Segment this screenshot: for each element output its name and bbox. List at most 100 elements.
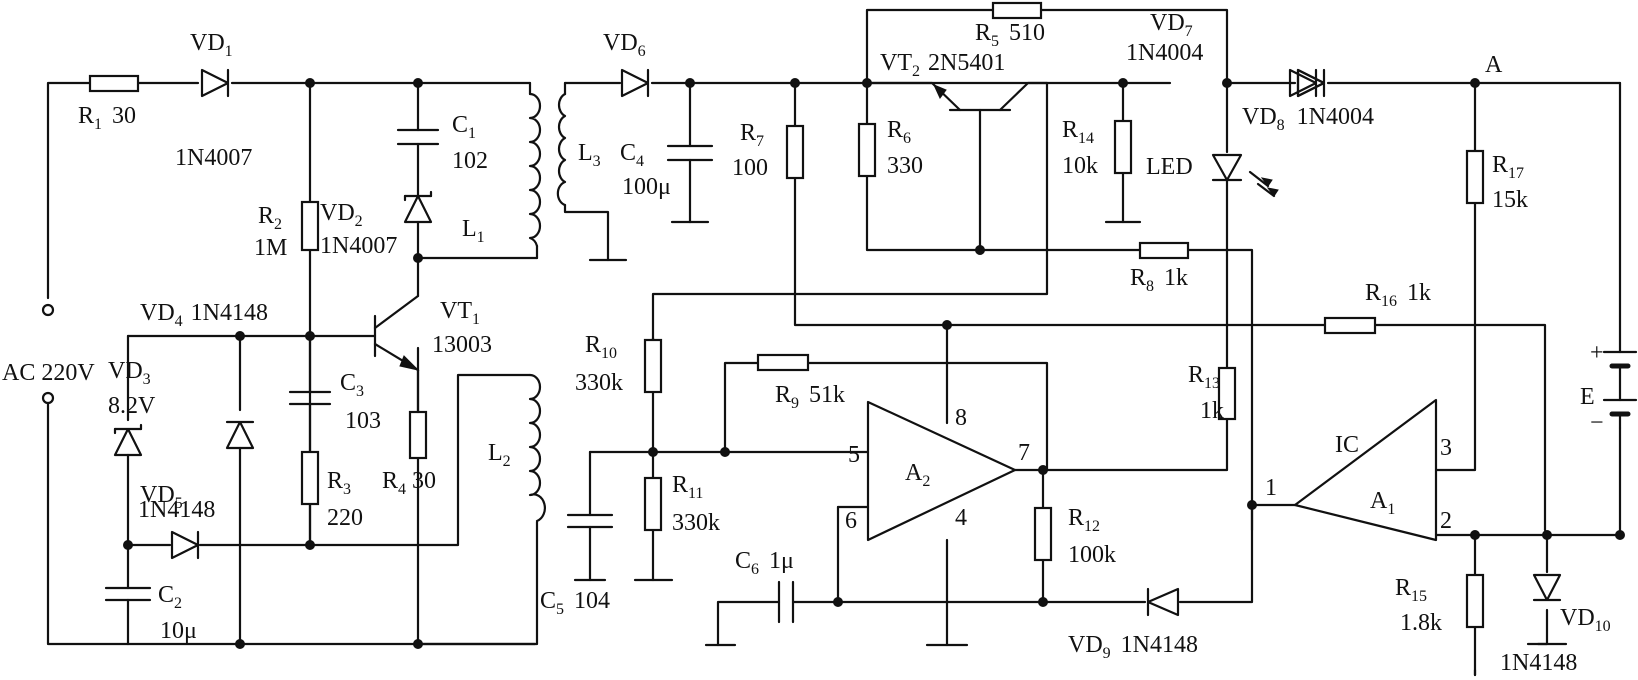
- pin-a2-7: 7: [1018, 440, 1030, 466]
- label-ic: IC: [1335, 432, 1359, 458]
- label-r13-val: 1k: [1200, 398, 1224, 424]
- capacitor-c3: [288, 390, 332, 406]
- label-c3-val: 103: [345, 408, 381, 434]
- label-r7-val: 100: [732, 155, 768, 181]
- diode-vd8-symbol: [1288, 68, 1318, 98]
- label-r11-val: 330k: [672, 510, 720, 536]
- capacitor-c6: [777, 580, 795, 624]
- label-vd6: VD6: [603, 30, 646, 60]
- capacitor-c2: [104, 586, 152, 602]
- label-vd7: VD7: [1150, 10, 1193, 40]
- inductor-l3: [556, 92, 567, 207]
- pin-a2-5: 5: [848, 442, 860, 468]
- label-c3: C3: [340, 370, 364, 400]
- diode-vd8-glyph: [1288, 68, 1318, 98]
- resistor-r14: [1113, 119, 1133, 175]
- diode-led: [1211, 153, 1243, 182]
- diode-vd3: [113, 427, 143, 457]
- resistor-r6: [857, 122, 877, 178]
- pin-a2-6: 6: [845, 508, 857, 534]
- label-e: E: [1580, 384, 1595, 410]
- capacitor-c5: [566, 513, 614, 529]
- label-vd1-val: 1N4007: [175, 145, 252, 171]
- resistor-r15: [1465, 573, 1485, 629]
- inductors: [528, 92, 567, 523]
- label-r11: R11: [672, 472, 703, 502]
- label-r17: R17: [1492, 152, 1524, 182]
- label-c1-val: 102: [452, 148, 488, 174]
- resistor-r10: [643, 338, 663, 394]
- label-c4-val: 100μ: [622, 174, 671, 200]
- transistor-vt1: [373, 294, 420, 414]
- resistor-r3: [300, 450, 320, 506]
- wires: [46, 8, 1622, 677]
- label-r6: R6: [887, 117, 911, 147]
- pin-a1-2: 2: [1440, 508, 1452, 534]
- opamp-a2: [866, 400, 1017, 542]
- resistor-r16: [1323, 316, 1377, 335]
- label-led: LED: [1146, 154, 1193, 180]
- label-minus: −: [1590, 410, 1604, 436]
- pin-a1-3: 3: [1440, 435, 1452, 461]
- label-vd5: VD5: [140, 482, 183, 512]
- label-r3: R3: [327, 468, 351, 498]
- diode-vd10: [1532, 573, 1562, 602]
- opamp-a1-comparator: [1293, 398, 1438, 542]
- label-a2: A2: [905, 460, 930, 490]
- label-r17-val: 15k: [1492, 187, 1528, 213]
- diodes: [113, 68, 1562, 617]
- pin-a1-1: 1: [1265, 475, 1277, 501]
- diode-vd1: [200, 68, 230, 98]
- resistor-r9: [756, 353, 810, 372]
- label-a1: A1: [1370, 488, 1395, 518]
- junctions: [123, 78, 1625, 649]
- label-c4: C4: [620, 140, 644, 170]
- pin-a2-8: 8: [955, 405, 967, 431]
- label-vd3-val: 8.2V: [108, 393, 156, 419]
- ac-terminal-bottom: [41, 391, 55, 405]
- diode-vd4: [225, 420, 255, 450]
- resistor-r12: [1033, 506, 1053, 562]
- resistors: [88, 1, 1485, 629]
- label-r2: R2: [258, 203, 282, 233]
- label-r2-val: 1M: [254, 235, 287, 261]
- resistor-r13: [1217, 366, 1237, 421]
- resistor-r17: [1465, 149, 1485, 205]
- inductor-l1: [528, 92, 542, 248]
- label-vd3: VD3: [108, 358, 151, 388]
- label-l3: L3: [578, 140, 601, 170]
- label-vd2: VD2: [320, 200, 363, 230]
- transistor-vt2: [865, 81, 1049, 112]
- pin-a2-4: 4: [955, 505, 967, 531]
- resistor-r2: [300, 200, 320, 252]
- label-r15-val: 1.8k: [1400, 610, 1442, 636]
- label-c1: C1: [452, 112, 476, 142]
- resistor-r8: [1138, 241, 1190, 260]
- label-vt1: VT1: [440, 298, 480, 328]
- label-c2: C2: [158, 582, 182, 612]
- label-r10-val: 330k: [575, 370, 623, 396]
- ground-symbols: [688, 220, 1477, 677]
- label-vd10: VD10: [1560, 605, 1611, 635]
- capacitor-c1: [396, 128, 440, 146]
- ac-terminal-top: [41, 303, 55, 317]
- resistor-r11: [643, 476, 663, 532]
- resistor-r4: [408, 410, 428, 460]
- label-vt1-val: 13003: [432, 332, 492, 358]
- capacitor-c4: [666, 144, 714, 162]
- diode-vd9: [1146, 587, 1180, 617]
- label-c2-val: 10μ: [160, 618, 197, 644]
